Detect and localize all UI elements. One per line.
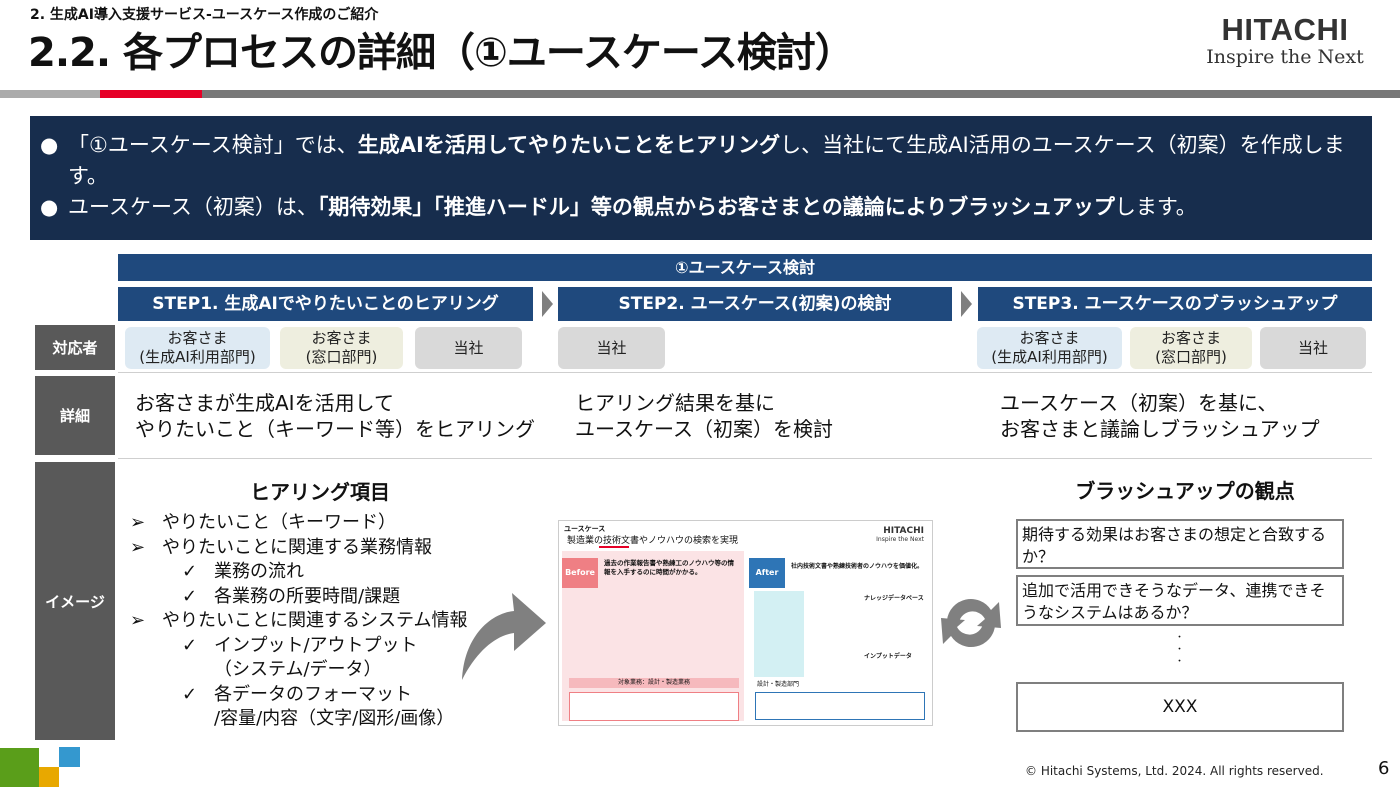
curved-arrow-icon — [462, 593, 546, 680]
hearing-list: ➢ やりたいこと（キーワード） ➢ やりたいことに関連する業務情報 ✓ 業務の流れ ✓ 各業務… — [130, 511, 467, 732]
bullet-icon: ✓ — [182, 634, 198, 656]
hearing-item: ✓ 各データのフォーマット — [130, 683, 467, 708]
brushup-item: 期待する効果はお客さまの想定と合致するか？ — [1016, 519, 1344, 569]
chevron-right-icon — [542, 291, 553, 317]
chevron-right-icon — [961, 291, 972, 317]
title-rule-accent — [100, 90, 202, 98]
detail-step3: ユースケース（初案）を基に、お客さまと議論しブラッシュアップ — [1000, 391, 1320, 441]
hearing-item-text: やりたいことに関連する業務情報 — [162, 536, 432, 558]
process-header: ①ユースケース検討 — [118, 254, 1372, 281]
step2-header: STEP2. ユースケース(初案)の検討 — [558, 287, 952, 321]
step3-header: STEP3. ユースケースのブラッシュアップ — [978, 287, 1372, 321]
hearing-title: ヒアリング項目 — [250, 480, 390, 504]
hearing-item: ➢ やりたいことに関連する業務情報 — [130, 536, 467, 561]
step1-header: STEP1. 生成AIでやりたいことのヒアリング — [118, 287, 533, 321]
brushup-title: ブラッシュアップの観点 — [1075, 479, 1295, 503]
detail-step2: ヒアリング結果を基にユースケース（初案）を検討 — [575, 391, 833, 441]
bullet-icon: ➢ — [130, 512, 146, 533]
divider — [118, 458, 1372, 459]
hearing-item-text: インプット/アウトプット — [214, 634, 418, 656]
hearing-item: ➢ やりたいこと（キーワード） — [130, 511, 467, 536]
row-label-responders: 対応者 — [35, 325, 115, 370]
brand-square-blue — [59, 747, 80, 767]
copyright: © Hitachi Systems, Ltd. 2024. All rights… — [1025, 764, 1324, 778]
page-number: 6 — [1378, 758, 1390, 779]
brushup-item-placeholder: XXX — [1016, 682, 1344, 732]
responder-customer-ai-dept: お客さま(生成AI利用部門) — [125, 327, 270, 369]
hearing-item-text: 各業務の所要時間/課題 — [214, 585, 401, 607]
responder-company: 当社 — [415, 327, 522, 369]
responder-company: 当社 — [558, 327, 665, 369]
summary-banner: ●「①ユースケース検討」では、生成AIを活用してやりたいことをヒアリングし、当社… — [30, 116, 1372, 240]
bullet-icon: ✓ — [182, 683, 198, 705]
row-label-details: 詳細 — [35, 376, 115, 455]
responder-customer-ai-dept: お客さま(生成AI利用部門) — [977, 327, 1122, 369]
row-label-image: イメージ — [35, 462, 115, 740]
brand-square-green — [0, 748, 39, 787]
hearing-item-text: 各データのフォーマット — [214, 683, 412, 705]
logo-main: HITACHI — [1221, 12, 1349, 47]
hitachi-logo: HITACHI Inspire the Next — [1190, 12, 1380, 69]
hearing-item: ✓ 各業務の所要時間/課題 — [130, 585, 467, 610]
responder-company: 当社 — [1260, 327, 1366, 369]
responder-customer-window-dept: お客さま(窓口部門) — [280, 327, 403, 369]
logo-tagline: Inspire the Next — [1206, 46, 1364, 68]
hearing-item: （システム/データ） — [130, 658, 467, 683]
section-label: 2. 生成AI導入支援サービス-ユースケース作成のご紹介 — [30, 7, 379, 23]
bullet-icon: ✓ — [182, 585, 198, 607]
hearing-item-text: やりたいことに関連するシステム情報 — [162, 610, 468, 631]
divider — [118, 372, 1372, 373]
bullet-icon: ✓ — [182, 561, 198, 582]
refresh-icon — [941, 598, 1001, 648]
title-rule — [0, 90, 1400, 98]
hearing-item-text: （システム/データ） — [214, 659, 382, 680]
responder-customer-window-dept: お客さま(窓口部門) — [1130, 327, 1252, 369]
hearing-item-text: /容量/内容（文字/図形/画像） — [214, 708, 455, 729]
hearing-item: /容量/内容（文字/図形/画像） — [130, 707, 467, 732]
ellipsis: ・ ・ ・ — [1175, 633, 1185, 667]
detail-step1: お客さまが生成AIを活用してやりたいこと（キーワード等）をヒアリング — [135, 391, 535, 441]
brand-square-orange — [39, 767, 59, 787]
usecase-thumbnail: ユースケース 製造業の技術文書やノウハウの検索を実現 HITACHI Inspi… — [558, 520, 933, 726]
hearing-item: ✓ インプット/アウトプット — [130, 634, 467, 659]
brushup-item: 追加で活用できそうなデータ、連携できそうなシステムはあるか？ — [1016, 575, 1344, 626]
page-title: 2.2. 各プロセスの詳細（①ユースケース検討） — [28, 30, 855, 76]
bullet-icon: ➢ — [130, 610, 146, 631]
title-rule-left — [0, 90, 100, 98]
bullet-icon: ➢ — [130, 536, 146, 558]
hearing-item: ➢ やりたいことに関連するシステム情報 — [130, 609, 467, 634]
hearing-item-text: やりたいこと（キーワード） — [162, 512, 396, 533]
hearing-item-text: 業務の流れ — [214, 561, 304, 582]
hearing-item: ✓ 業務の流れ — [130, 560, 467, 585]
